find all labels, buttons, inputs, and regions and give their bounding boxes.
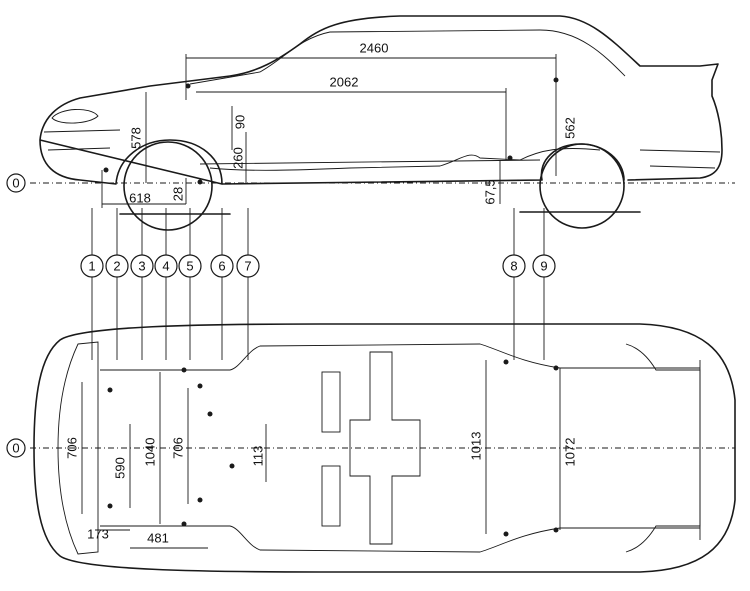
dim-1072-label: 1072 <box>563 438 578 467</box>
bottom-point-7 <box>229 463 235 469</box>
dim-28-label: 28 <box>171 187 186 201</box>
left-rail <box>100 343 700 371</box>
callout-label-2: 2 <box>113 259 120 274</box>
side-point-8 <box>507 155 513 161</box>
callout-row: 1 2 3 4 5 6 7 8 9 <box>80 208 556 360</box>
callout-circle-6 <box>210 254 234 278</box>
bottom-point-8a <box>503 359 509 365</box>
dim-2062-label: 2062 <box>330 75 359 90</box>
dim-2460-label: 2460 <box>360 41 389 56</box>
underbody-rail <box>209 148 601 171</box>
bottom-point-9a <box>553 365 559 371</box>
bumper-front <box>43 129 121 151</box>
bottom-point-1a <box>107 387 113 393</box>
tunnel <box>349 351 421 545</box>
dim-1040-label: 1040 <box>143 438 158 467</box>
callout-label-1: 1 <box>88 259 95 274</box>
bottom-view: 0 706 590 1040 706 113 1013 1072 173 481 <box>6 323 736 573</box>
dim-1013-label: 1013 <box>469 432 484 461</box>
side-view: 0 2460 2062 562 578 618 90 260 28 67,5 <box>6 15 735 231</box>
floor-slot-2 <box>321 465 341 527</box>
side-point-9 <box>553 77 559 83</box>
side-point-4 <box>185 83 191 89</box>
dim-618-label: 618 <box>129 191 151 206</box>
datum-marker-bottom <box>6 438 26 458</box>
datum-label-bottom: 0 <box>12 441 19 456</box>
dim-706-left-label: 706 <box>65 437 80 459</box>
callout-label-4: 4 <box>162 259 169 274</box>
callout-circle-1 <box>80 254 104 278</box>
bottom-point-4b <box>181 521 187 527</box>
rear-wheel <box>539 143 625 229</box>
sill-line <box>199 159 541 165</box>
bottom-point-6 <box>207 411 213 417</box>
bottom-point-1b <box>107 503 113 509</box>
datum-label-side: 0 <box>12 176 19 191</box>
dim-173-label: 173 <box>87 527 109 542</box>
callout-label-7: 7 <box>244 259 251 274</box>
callout-circle-8 <box>502 254 526 278</box>
callout-label-8: 8 <box>510 259 517 274</box>
callout-circle-4 <box>154 254 178 278</box>
headlamp <box>51 109 99 124</box>
dim-481-label: 481 <box>147 531 169 546</box>
window-line <box>189 29 626 85</box>
dim-706-mid-label: 706 <box>171 437 186 459</box>
front-wheel <box>123 141 213 231</box>
side-point-1 <box>103 167 109 173</box>
callout-label-9: 9 <box>540 259 547 274</box>
bottom-point-5b <box>197 497 203 503</box>
front-section <box>57 341 99 555</box>
underbody-outline <box>33 323 736 573</box>
callout-label-5: 5 <box>186 259 193 274</box>
callout-circle-7 <box>236 254 260 278</box>
callout-circle-9 <box>532 254 556 278</box>
callout-circle-5 <box>178 254 202 278</box>
callout-circle-2 <box>105 254 129 278</box>
dim-675-label: 67,5 <box>483 179 498 204</box>
dim-562-label: 562 <box>563 117 578 139</box>
rear-bumper <box>639 149 721 169</box>
dim-590-label: 590 <box>113 457 128 479</box>
callout-circle-3 <box>130 254 154 278</box>
bottom-point-8b <box>503 531 509 537</box>
callout-label-3: 3 <box>138 259 145 274</box>
dim-90-label: 90 <box>233 115 248 129</box>
bottom-point-5a <box>197 383 203 389</box>
right-rail <box>100 525 700 553</box>
dim-578-label: 578 <box>129 127 144 149</box>
callout-label-6: 6 <box>218 259 225 274</box>
datum-marker-side <box>6 173 26 193</box>
bottom-point-9b <box>553 527 559 533</box>
floor-slot-1 <box>321 371 341 433</box>
dim-260-label: 260 <box>231 147 246 169</box>
dim-113-label: 113 <box>251 446 266 467</box>
side-point-5 <box>197 179 203 185</box>
bottom-point-4a <box>181 367 187 373</box>
